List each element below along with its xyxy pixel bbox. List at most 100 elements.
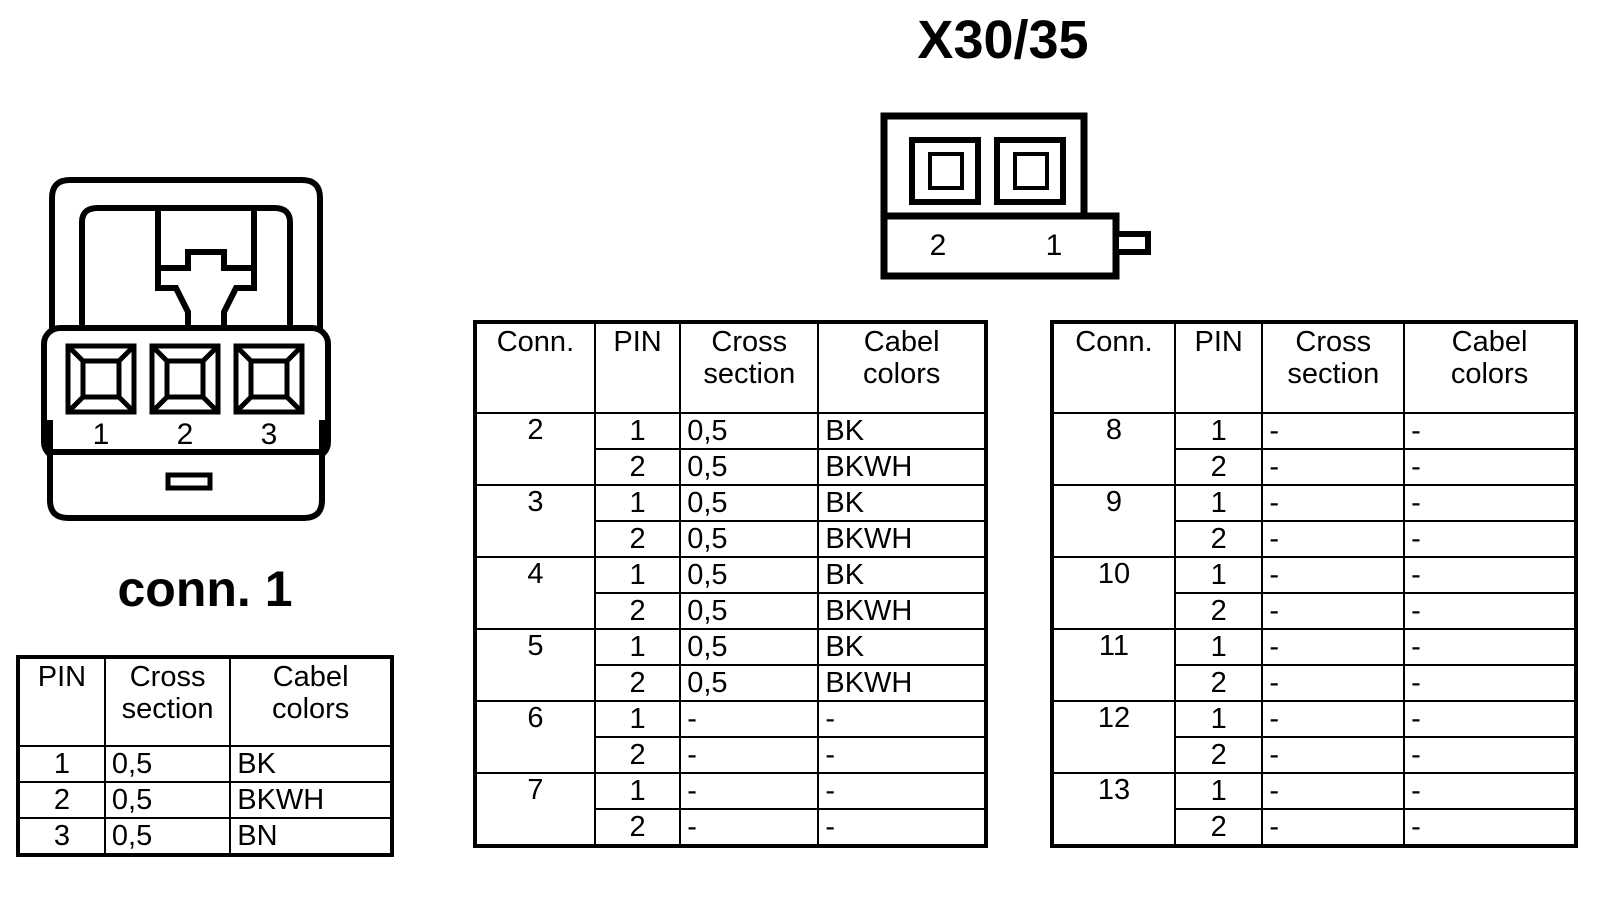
cell-cabel-colors: - xyxy=(817,772,987,810)
cell-cabel-colors: BKWH xyxy=(817,520,987,558)
table-header-row: Conn. PIN Cross section Cabel colors xyxy=(474,321,987,414)
cell-pin: 2 xyxy=(1173,664,1264,702)
cell-cabel-colors: BN xyxy=(229,817,393,856)
cell-pin: 1 xyxy=(1173,412,1264,450)
cell-pin: 1 xyxy=(593,628,682,666)
cell-pin: 2 xyxy=(593,736,682,774)
cell-cross-section: 0,5 xyxy=(679,556,820,594)
cell-conn: 5 xyxy=(474,628,596,702)
cell-cross-section: 0,5 xyxy=(679,628,820,666)
cell-cabel-colors: BK xyxy=(817,412,987,450)
table-row: 2-- xyxy=(1052,808,1577,847)
cell-cabel-colors: - xyxy=(1403,556,1577,594)
header-cabel-colors: Cabel colors xyxy=(817,321,987,414)
cell-cabel-colors: BKWH xyxy=(817,592,987,630)
cell-cross-section: - xyxy=(679,736,820,774)
cell-cabel-colors: - xyxy=(1403,664,1577,702)
cell-cabel-colors: BK xyxy=(817,556,987,594)
cell-conn: 7 xyxy=(474,772,596,847)
cell-cross-section: 0,5 xyxy=(679,412,820,450)
cell-conn: 6 xyxy=(474,700,596,774)
cell-pin: 1 xyxy=(17,745,106,783)
cell-pin: 2 xyxy=(593,592,682,630)
conn1-pin-label-2: 2 xyxy=(176,418,194,451)
table-row: 2-- xyxy=(1052,664,1577,702)
header-colors-line2: colors xyxy=(863,358,941,390)
cell-cabel-colors: - xyxy=(1403,520,1577,558)
cell-pin: 2 xyxy=(593,520,682,558)
cell-pin: 1 xyxy=(593,700,682,738)
cell-cross-section: - xyxy=(1261,700,1406,738)
cell-cross-section: - xyxy=(1261,448,1406,486)
header-cross-line1: Cross xyxy=(711,326,788,358)
cell-cross-section: - xyxy=(679,808,820,847)
table-row: 2-- xyxy=(1052,592,1577,630)
cell-pin: 1 xyxy=(1173,556,1264,594)
cell-pin: 2 xyxy=(1173,736,1264,774)
cell-cabel-colors: - xyxy=(1403,628,1577,666)
cell-cross-section: - xyxy=(1261,772,1406,810)
header-cross-line1: Cross xyxy=(129,661,206,693)
header-cabel-colors: Cabel colors xyxy=(229,656,393,747)
conn1-pin-label-3: 3 xyxy=(260,418,278,451)
header-conn: Conn. xyxy=(1051,321,1176,414)
cell-cross-section: - xyxy=(1261,520,1406,558)
cell-cabel-colors: - xyxy=(1403,484,1577,522)
cell-pin: 1 xyxy=(1173,700,1264,738)
cell-cross-section: - xyxy=(1261,556,1406,594)
cell-cabel-colors: BK xyxy=(817,484,987,522)
header-cross-section: Cross section xyxy=(1261,321,1406,414)
cell-cabel-colors: - xyxy=(1403,412,1577,450)
cell-conn: 2 xyxy=(474,412,596,486)
cell-pin: 1 xyxy=(593,412,682,450)
cell-cross-section: - xyxy=(679,772,820,810)
header-cross-section: Cross section xyxy=(679,321,820,414)
cell-cabel-colors: - xyxy=(817,808,987,847)
cell-cross-section: 0,5 xyxy=(103,781,232,819)
x3035-pin-label-2: 2 xyxy=(929,229,947,262)
table-row: 2-- xyxy=(475,808,987,847)
cell-cabel-colors: - xyxy=(817,736,987,774)
cell-pin: 1 xyxy=(1173,484,1264,522)
cell-cross-section: - xyxy=(1261,664,1406,702)
header-colors-line2: colors xyxy=(1450,358,1529,390)
cell-conn: 8 xyxy=(1051,412,1176,486)
table-row: 2-- xyxy=(1052,520,1577,558)
cell-cross-section: - xyxy=(679,700,820,738)
header-cross-line2: section xyxy=(703,358,796,390)
table-header-row: PIN Cross section Cabel colors xyxy=(17,656,393,747)
cell-cross-section: - xyxy=(1261,736,1406,774)
cell-cross-section: - xyxy=(1261,808,1406,847)
conn1-pin-label-1: 1 xyxy=(92,418,110,451)
cell-pin: 2 xyxy=(593,448,682,486)
cell-conn: 12 xyxy=(1051,700,1176,774)
cell-cross-section: - xyxy=(1261,628,1406,666)
connector-2pin-icon: 2 1 xyxy=(880,112,1165,287)
cell-pin: 1 xyxy=(593,484,682,522)
table-row: 2-- xyxy=(1052,448,1577,486)
cell-cross-section: - xyxy=(1261,484,1406,522)
header-pin: PIN xyxy=(1173,321,1264,414)
header-pin: PIN xyxy=(593,321,682,414)
page-title: X30/35 xyxy=(0,8,1600,72)
cell-conn: 4 xyxy=(474,556,596,630)
cell-cabel-colors: - xyxy=(1403,448,1577,486)
cell-conn: 10 xyxy=(1051,556,1176,630)
cell-cabel-colors: BK xyxy=(817,628,987,666)
